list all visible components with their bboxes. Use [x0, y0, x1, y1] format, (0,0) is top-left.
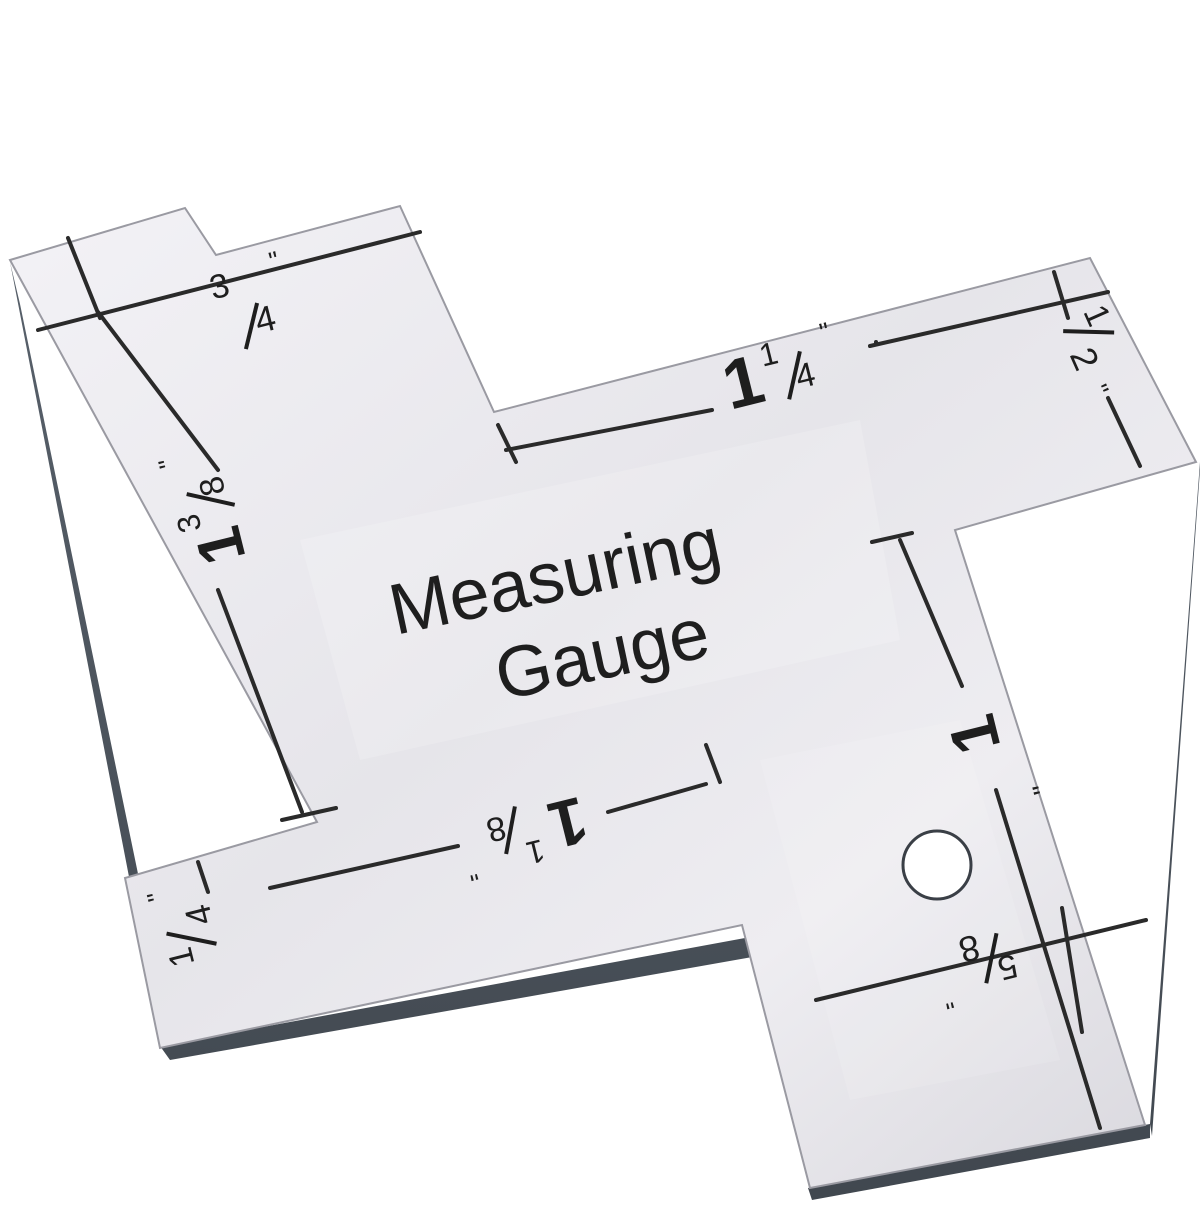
marking-quarter-inch: 1 4 "	[141, 888, 221, 971]
metal-sheen-lower	[760, 720, 1060, 1100]
metal-sheen	[300, 420, 900, 760]
hanging-hole	[901, 829, 973, 901]
measuring-gauge-plate	[8, 204, 1198, 1190]
engraved-lines	[36, 230, 1148, 1130]
